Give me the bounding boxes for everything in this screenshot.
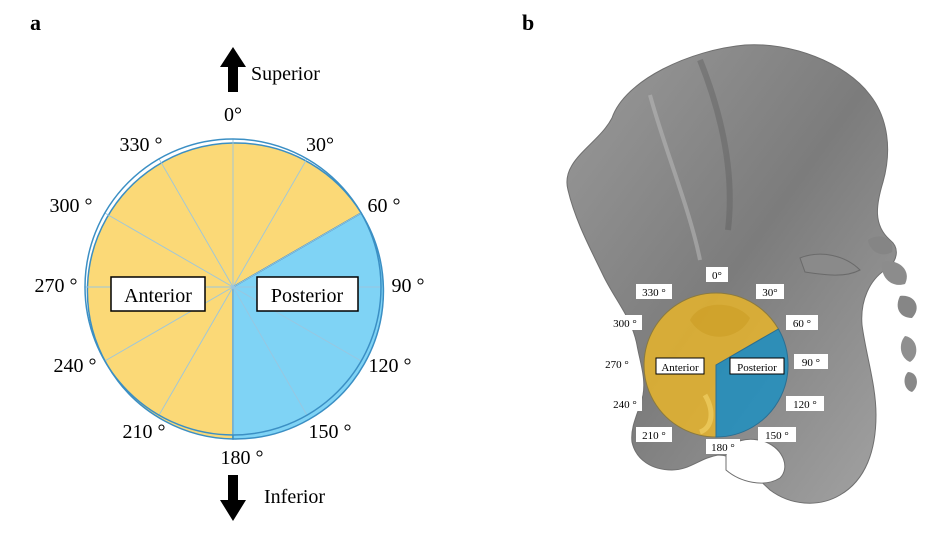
overlay-angle-label-90: 90 ° bbox=[802, 357, 820, 369]
overlay-angle-label-120: 120 ° bbox=[793, 399, 817, 411]
angle-label-60: 60 ° bbox=[368, 195, 401, 217]
spoke-330 bbox=[158, 158, 234, 288]
overlay-angle-label-300: 300 ° bbox=[613, 318, 637, 330]
overlay-angle-label-150: 150 ° bbox=[765, 430, 789, 442]
angle-label-300: 300 ° bbox=[50, 195, 93, 217]
posterior-overlay-sector bbox=[715, 328, 789, 438]
panel-b: b Anterior bbox=[522, 10, 917, 504]
angle-label-0: 0° bbox=[224, 104, 242, 126]
inferior-label: Inferior bbox=[264, 486, 325, 508]
spoke-150 bbox=[232, 286, 308, 416]
angle-label-240: 240 ° bbox=[54, 355, 97, 377]
posterior-label: Posterior bbox=[271, 285, 344, 307]
angle-label-270: 270 ° bbox=[35, 275, 78, 297]
spoke-60 bbox=[232, 212, 362, 288]
overlay-angle-label-30: 30° bbox=[762, 287, 777, 299]
pelvis-bone-render bbox=[566, 44, 917, 504]
angle-label-180: 180 ° bbox=[221, 447, 264, 469]
spoke-300 bbox=[104, 212, 234, 288]
anterior-label: Anterior bbox=[124, 285, 192, 307]
overlay-angle-label-60: 60 ° bbox=[793, 318, 811, 330]
superior-label: Superior bbox=[251, 63, 320, 85]
overlay-angle-label-0: 0° bbox=[712, 270, 722, 282]
inferior-arrow-icon bbox=[220, 475, 246, 521]
spoke-240 bbox=[104, 286, 234, 362]
angle-spokes bbox=[85, 139, 381, 435]
overlay-angle-label-240: 240 ° bbox=[613, 399, 637, 411]
spoke-210 bbox=[158, 286, 234, 416]
superior-arrow-icon bbox=[220, 47, 246, 92]
overlay-posterior-box: Posterior bbox=[729, 357, 785, 375]
angle-label-150: 150 ° bbox=[309, 421, 352, 443]
overlay-angle-label-180: 180 ° bbox=[711, 442, 735, 454]
angle-label-330: 330 ° bbox=[120, 134, 163, 156]
overlay-anterior-label: Anterior bbox=[661, 362, 699, 374]
acetabulum-overlay bbox=[643, 292, 789, 438]
anterior-region-box: Anterior bbox=[110, 276, 206, 312]
anterior-overlay-sector bbox=[643, 292, 780, 438]
angle-label-30: 30° bbox=[306, 134, 334, 156]
angle-label-120: 120 ° bbox=[369, 355, 412, 377]
angle-label-90: 90 ° bbox=[392, 275, 425, 297]
panel-b-label: b bbox=[522, 10, 534, 35]
spoke-120 bbox=[232, 286, 362, 362]
panel-a-label: a bbox=[30, 10, 41, 35]
angle-circle bbox=[84, 138, 385, 440]
overlay-angle-label-330: 330 ° bbox=[642, 287, 666, 299]
overlay-angle-label-210: 210 ° bbox=[642, 430, 666, 442]
overlay-posterior-label: Posterior bbox=[737, 362, 777, 374]
spoke-30 bbox=[232, 158, 308, 288]
overlay-anterior-box: Anterior bbox=[655, 357, 705, 375]
panel-a: a Superior Anterior Posterior 0° 30° 60 … bbox=[30, 10, 425, 521]
anterior-sector bbox=[86, 142, 363, 440]
posterior-region-box: Posterior bbox=[256, 276, 359, 312]
angle-label-210: 210 ° bbox=[123, 421, 166, 443]
overlay-angle-label-270: 270 ° bbox=[605, 359, 629, 371]
